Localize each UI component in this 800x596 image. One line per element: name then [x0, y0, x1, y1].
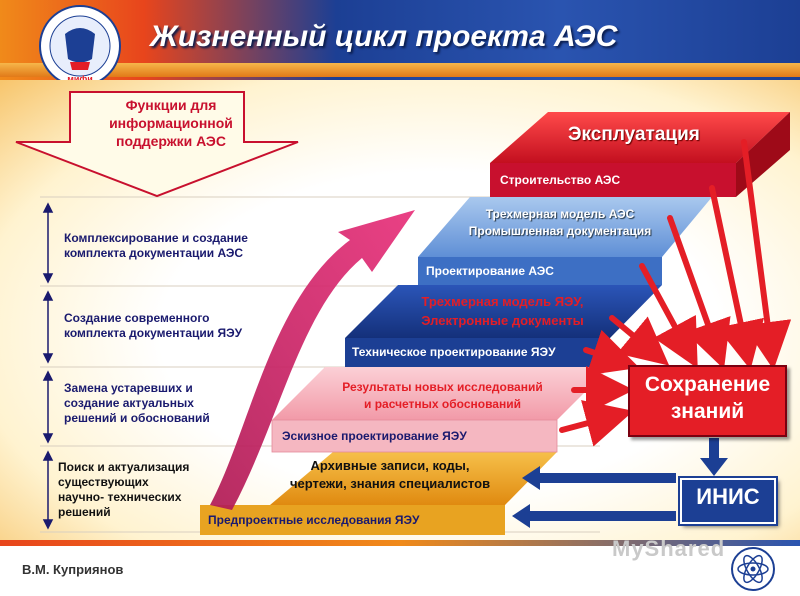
- left-function-line: создание актуальных: [64, 396, 194, 410]
- functions-line: Функции для: [125, 97, 217, 113]
- step-tech-design: [345, 285, 662, 367]
- reactor-model-line: Трехмерная модель ЯЭУ,: [421, 294, 584, 309]
- left-function-line: Замена устаревших и: [64, 381, 193, 395]
- npp-model-line: Промышленная документация: [468, 224, 652, 238]
- left-function-line: научно- технических: [58, 490, 182, 504]
- archive-line: Архивные записи, коды,: [310, 458, 470, 473]
- red-arrows: [559, 139, 792, 447]
- reactor-model-text: Трехмерная модель ЯЭУ, Электронные докум…: [385, 292, 620, 330]
- preservation-line: знаний: [670, 400, 745, 423]
- step-sketch-design-label: Эскизное проектирование ЯЭУ: [282, 429, 467, 443]
- step-construction: [490, 163, 736, 197]
- step-tech-design-label: Техническое проектирование ЯЭУ: [352, 345, 556, 359]
- page-title: Жизненный цикл проекта АЭС: [150, 20, 618, 53]
- step-predesign: [200, 452, 557, 535]
- left-function-line: решений: [58, 505, 111, 519]
- research-line: Результаты новых исследований: [342, 380, 543, 394]
- left-bracket-arrows: [42, 202, 54, 530]
- watermark: MyShared: [612, 536, 726, 561]
- left-function-line: комплекта документации ЯЭУ: [64, 326, 243, 340]
- header-band: [0, 63, 800, 77]
- inis-label: ИНИС: [696, 484, 760, 509]
- step-design-npp-label: Проектирование АЭС: [426, 264, 554, 278]
- svg-text:мифи: мифи: [67, 74, 93, 84]
- left-function-line: комплекта документации АЭС: [64, 246, 244, 260]
- atom-emblem-icon: [731, 547, 775, 591]
- reactor-model-line: Электронные документы: [421, 313, 584, 328]
- left-function-3: Замена устаревших и создание актуальных …: [64, 381, 210, 426]
- left-function-line: существующих: [58, 475, 149, 489]
- growth-arrow-icon: [210, 210, 415, 510]
- blue-arrows: [512, 466, 676, 528]
- step-construction-label: Строительство АЭС: [500, 173, 621, 187]
- down-arrow-icon: [700, 438, 728, 476]
- archive-line: чертежи, знания специалистов: [289, 476, 491, 491]
- step-sketch-design: [271, 367, 610, 453]
- footer: [0, 540, 800, 596]
- left-function-line: Создание современного: [64, 311, 210, 325]
- npp-model-line: Трехмерная модель АЭС: [485, 207, 635, 221]
- research-text: Результаты новых исследований и расчетны…: [310, 379, 575, 413]
- university-logo-icon: мифи: [39, 5, 121, 87]
- footer-line: [0, 540, 800, 546]
- functions-arrow-label: Функции для информационной поддержки АЭС: [86, 96, 256, 150]
- functions-arrow-icon: [15, 91, 299, 198]
- npp-model-text: Трехмерная модель АЭС Промышленная докум…: [450, 206, 670, 240]
- knowledge-preservation-label: Сохранение знаний: [628, 371, 787, 425]
- left-function-4: Поиск и актуализация существующих научно…: [58, 460, 189, 520]
- step-design-npp: [418, 197, 712, 285]
- archive-text: Архивные записи, коды, чертежи, знания с…: [250, 457, 530, 493]
- functions-line: поддержки АЭС: [115, 133, 226, 149]
- preservation-line: Сохранение: [644, 373, 771, 396]
- knowledge-preservation-box: [628, 365, 787, 437]
- step-operation-label: Эксплуатация: [568, 124, 700, 145]
- functions-line: информационной: [109, 115, 233, 131]
- inis-box: [680, 478, 776, 524]
- left-function-line: Комплексирование и создание: [64, 231, 248, 245]
- step-predesign-label: Предпроектные исследования ЯЭУ: [208, 513, 420, 527]
- left-function-2: Создание современного комплекта документ…: [64, 311, 242, 341]
- research-line: и расчетных обоснований: [363, 397, 521, 411]
- left-function-line: решений и обоснований: [64, 411, 210, 425]
- left-function-1: Комплексирование и создание комплекта до…: [64, 231, 248, 261]
- author-name: В.М. Куприянов: [22, 562, 124, 577]
- left-function-line: Поиск и актуализация: [58, 460, 190, 474]
